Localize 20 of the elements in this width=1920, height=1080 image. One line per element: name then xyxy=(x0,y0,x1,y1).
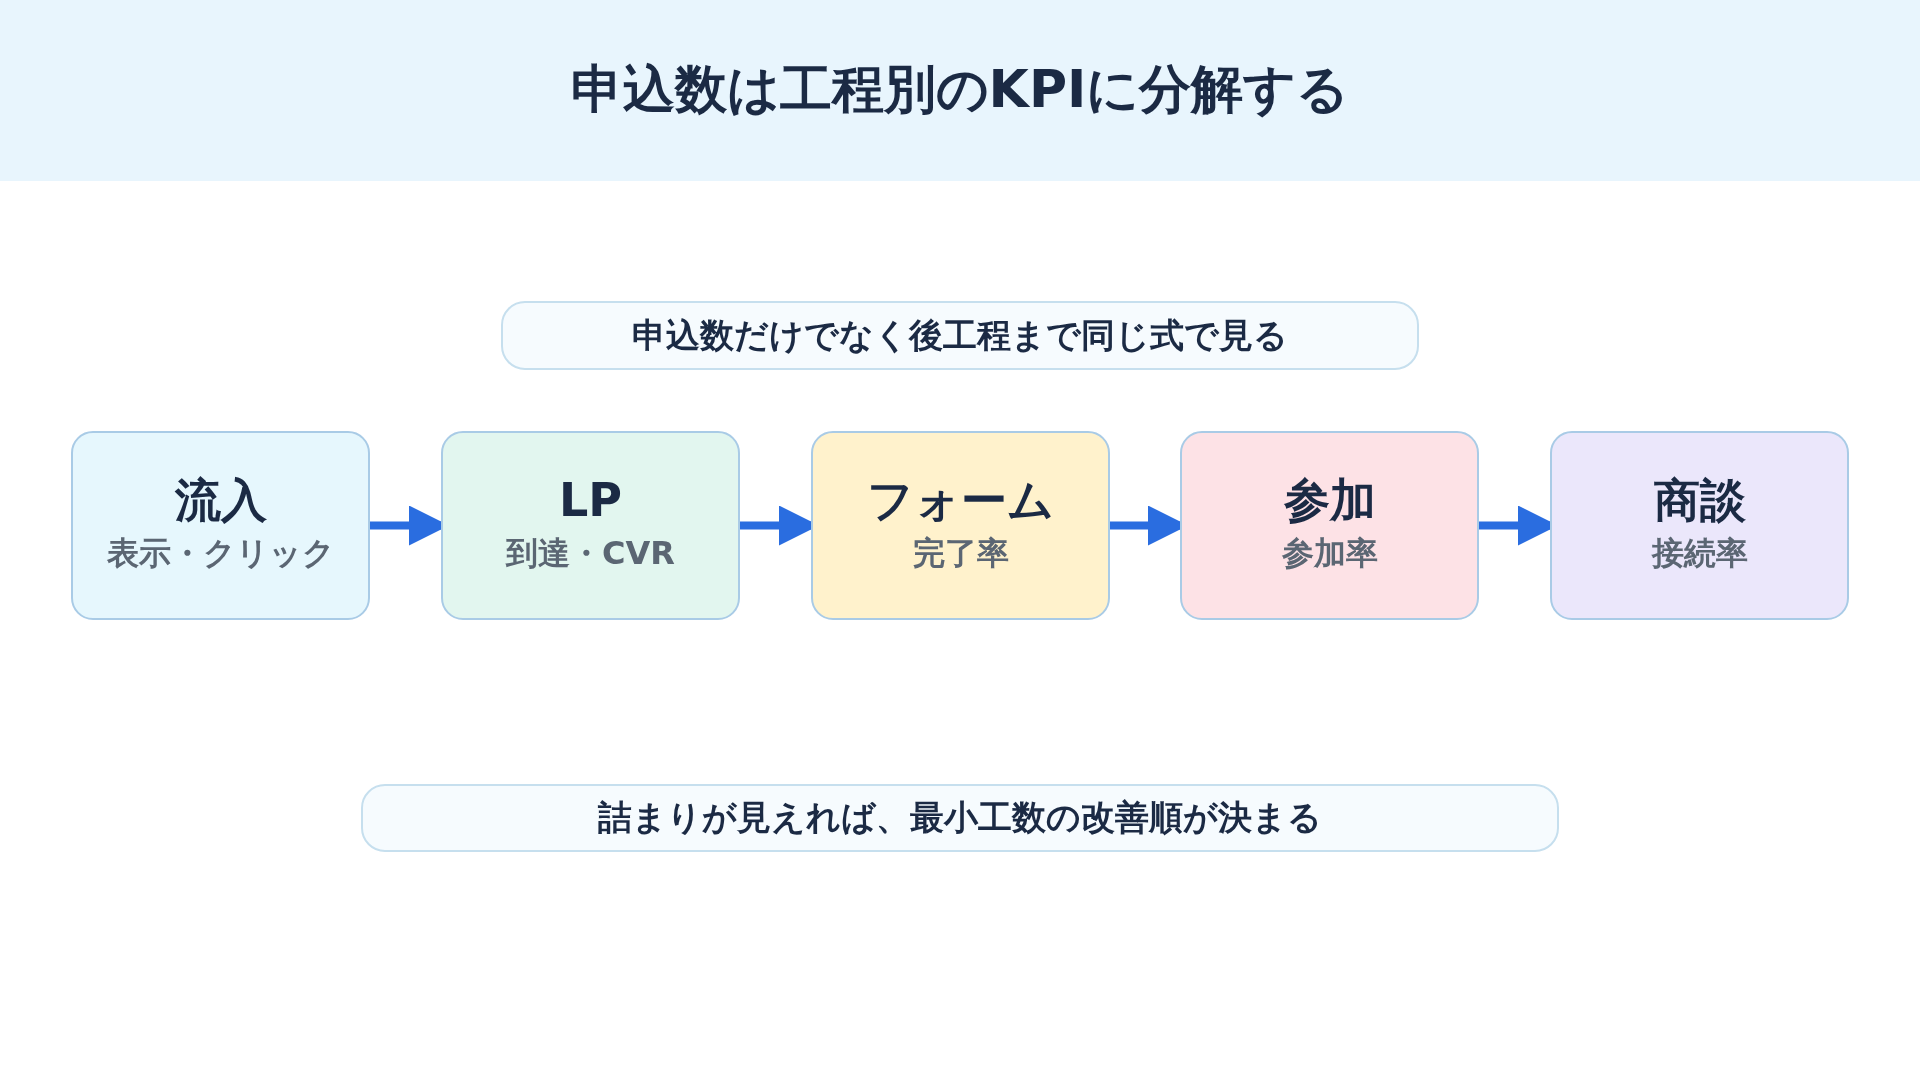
title: 申込数は工程別のKPIに分解する xyxy=(569,58,1351,121)
step-heading: LP xyxy=(559,475,622,526)
step-metric: 参加率 xyxy=(1281,532,1378,574)
process-box xyxy=(1550,431,1849,620)
step-metric: 接続率 xyxy=(1651,532,1748,574)
step-metric: 表示・クリック xyxy=(106,532,335,574)
note-text: 詰まりが見えれば、最小工数の改善順が決まる xyxy=(598,796,1322,839)
step-heading: 流入 xyxy=(174,475,267,526)
step-heading: 参加 xyxy=(1283,475,1376,526)
process-box xyxy=(811,431,1110,620)
step-metric: 到達・CVR xyxy=(506,532,675,574)
process-box xyxy=(1180,431,1479,620)
step-heading: 商談 xyxy=(1653,475,1746,526)
process-box xyxy=(71,431,370,620)
note-pill xyxy=(361,784,1559,852)
step-heading: フォーム xyxy=(867,475,1054,526)
step-metric: 完了率 xyxy=(912,532,1009,574)
note-pill xyxy=(501,301,1419,370)
process-box xyxy=(441,431,740,620)
note-text: 申込数だけでなく後工程まで同じ式で見る xyxy=(632,313,1288,357)
